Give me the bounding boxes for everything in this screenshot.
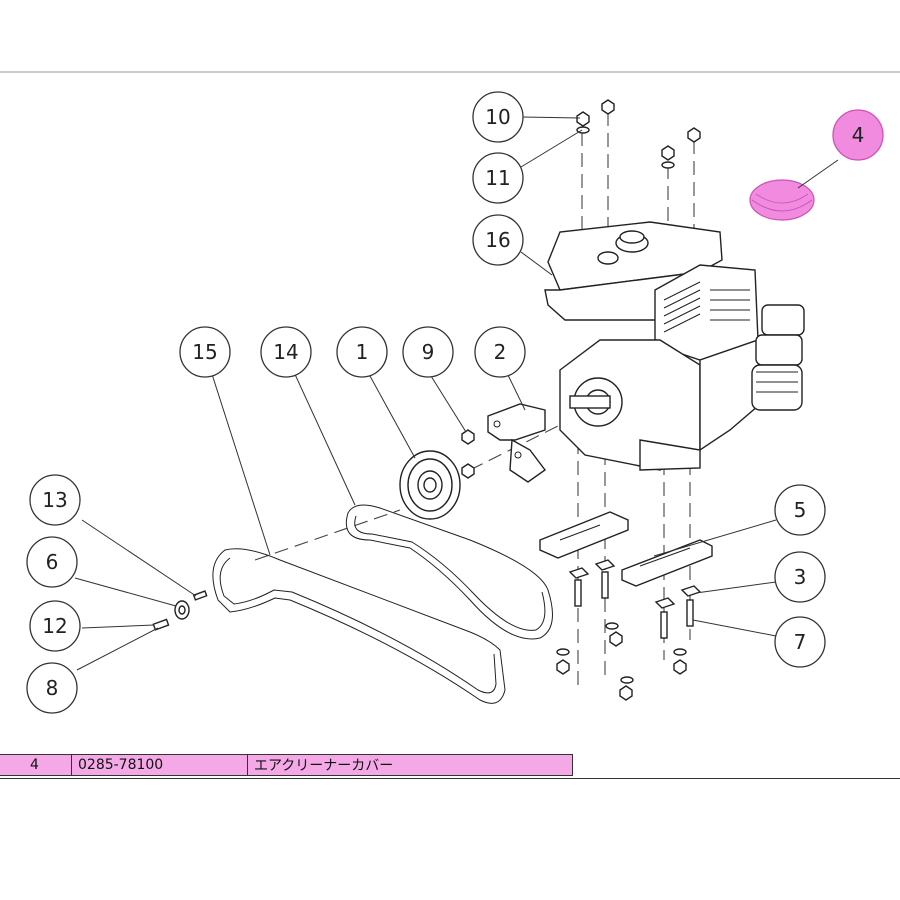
callout-10-label: 10 [485, 105, 510, 129]
belt-item-15 [212, 548, 506, 704]
callout-7-label: 7 [794, 630, 807, 654]
parts-list-row-highlighted[interactable]: 4 0285-78100 エアクリーナーカバー [0, 754, 573, 776]
engine-assembly [544, 221, 805, 471]
base-bolts [574, 571, 694, 639]
callout-5: 5 [774, 484, 826, 536]
callout-9-label: 9 [422, 340, 435, 364]
callout-15: 15 [179, 326, 231, 378]
pulley [399, 450, 461, 520]
callout-4: 4 [832, 109, 884, 161]
callout-12-label: 12 [42, 614, 67, 638]
callout-11: 11 [472, 152, 524, 204]
callout-7: 7 [774, 616, 826, 668]
parts-row-name: エアクリーナーカバー [248, 755, 573, 775]
leader-lines [74, 116, 839, 671]
mount-bracket [487, 403, 546, 483]
callout-14: 14 [260, 326, 312, 378]
callout-5-label: 5 [794, 498, 807, 522]
belt-15-inner [219, 557, 497, 694]
callout-15-label: 15 [192, 340, 217, 364]
belt-item-14 [345, 504, 553, 640]
nut-pulley [461, 463, 475, 479]
callout-3: 3 [774, 551, 826, 603]
callout-2: 2 [474, 326, 526, 378]
parts-row-part-number: 0285-78100 [72, 755, 248, 775]
bottom-fasteners [556, 622, 687, 701]
callout-6: 6 [26, 536, 78, 588]
top-fasteners [576, 99, 701, 169]
base-rails [539, 511, 713, 587]
callout-9: 9 [402, 326, 454, 378]
callout-10: 10 [472, 91, 524, 143]
left-small-parts [152, 590, 208, 631]
callout-6-label: 6 [46, 550, 59, 574]
callout-16-label: 16 [485, 228, 510, 252]
callout-8-label: 8 [46, 676, 59, 700]
small-brackets [568, 559, 702, 609]
callout-13: 13 [29, 474, 81, 526]
callout-2-label: 2 [494, 340, 507, 364]
parts-table-bottom-rule [0, 778, 900, 779]
callout-1: 1 [336, 326, 388, 378]
callout-16: 16 [472, 214, 524, 266]
parts-row-ref: 4 [0, 755, 72, 775]
belt-14-inner [354, 515, 546, 631]
nut-item-9 [461, 429, 475, 445]
air-cleaner-cover-highlighted [749, 179, 815, 221]
callout-3-label: 3 [794, 565, 807, 589]
callout-13-label: 13 [42, 488, 67, 512]
callout-1-label: 1 [356, 340, 369, 364]
callout-4-label: 4 [852, 123, 865, 147]
callout-14-label: 14 [273, 340, 298, 364]
callout-12: 12 [29, 600, 81, 652]
callout-8: 8 [26, 662, 78, 714]
callout-11-label: 11 [485, 166, 510, 190]
